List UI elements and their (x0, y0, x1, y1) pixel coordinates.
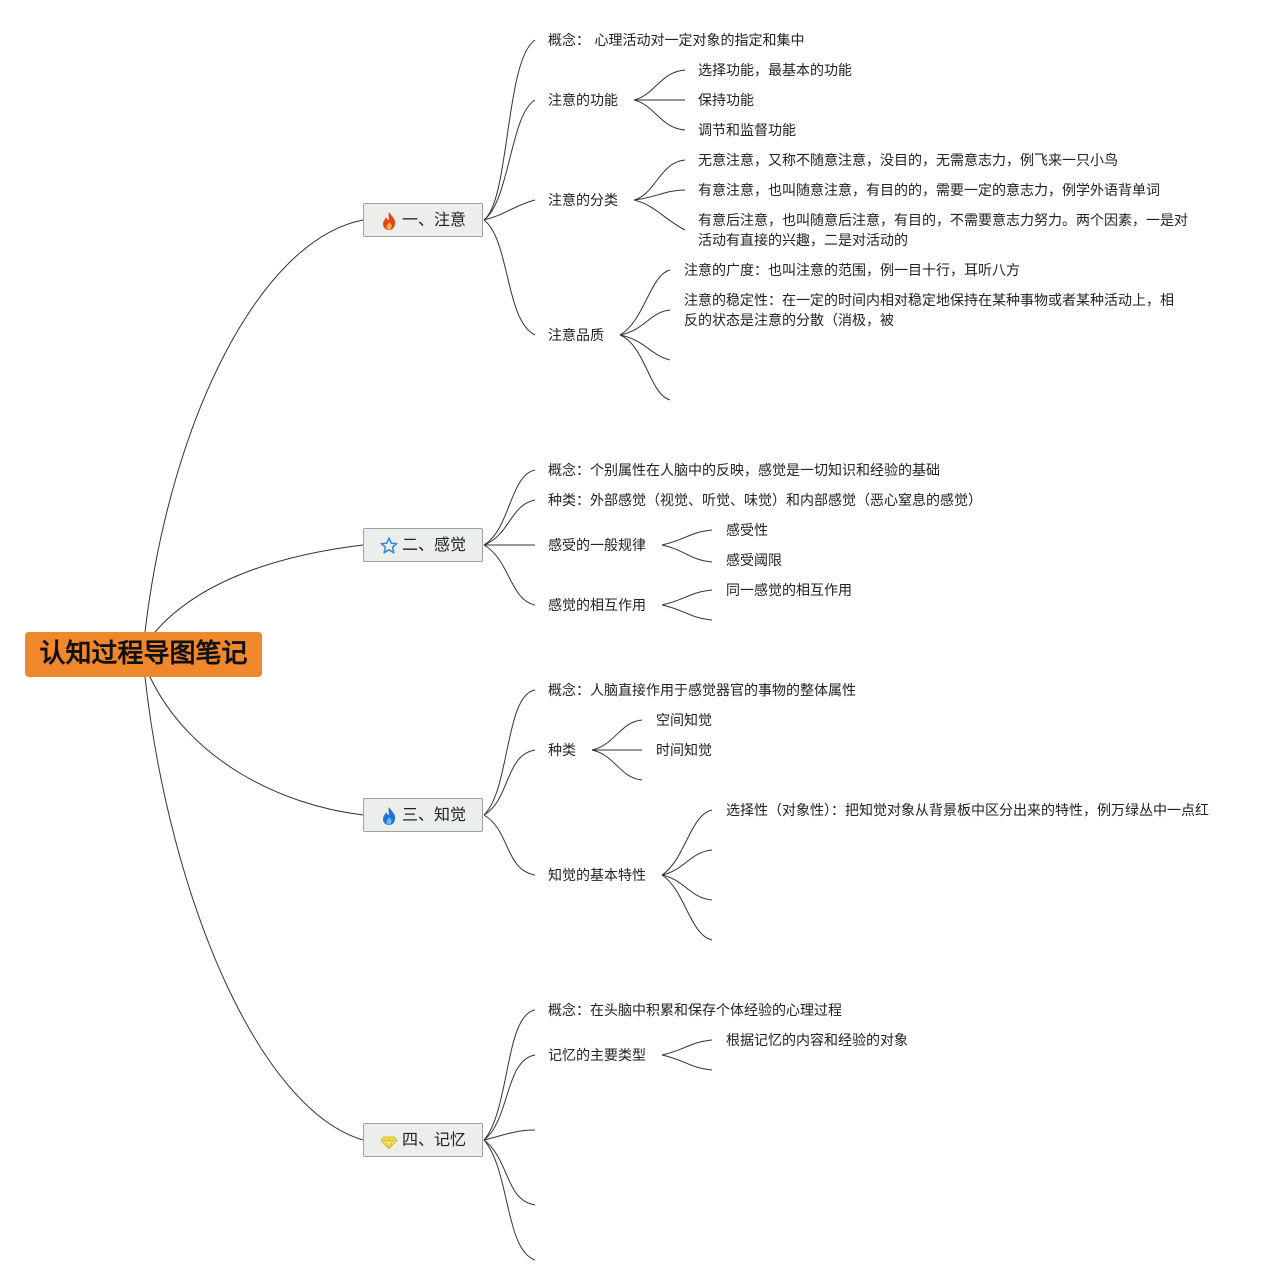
branch-label: 三、知觉 (401, 805, 466, 824)
sensation-law[interactable]: 感受的一般规律 (548, 538, 646, 554)
memory-types-child[interactable]: 根据记忆的内容和经验的对象 (726, 1033, 908, 1049)
attention-quality-child[interactable]: 注意的广度：也叫注意的范围，例一目十行，耳听八方 (684, 263, 1020, 279)
attention-types-child[interactable]: 有意后注意，也叫随意后注意，有目的，不需要意志力努力。两个因素，一是对活动有直接… (698, 213, 1188, 249)
attention-types[interactable]: 注意的分类 (548, 193, 618, 209)
branch-attention[interactable]: 一、注意 (363, 203, 483, 237)
branch-label: 二、感觉 (401, 535, 466, 554)
attention-types-child[interactable]: 无意注意，又称不随意注意，没目的，无需意志力，例飞来一只小鸟 (698, 153, 1118, 169)
star-outline-icon (380, 535, 398, 555)
sensation-kinds[interactable]: 种类：外部感觉（视觉、听觉、味觉）和内部感觉（恶心窒息的感觉） (548, 493, 982, 509)
attention-function[interactable]: 注意的功能 (548, 93, 618, 109)
branch-label: 一、注意 (401, 210, 466, 229)
attention-quality-child[interactable]: 注意的稳定性：在一定的时间内相对稳定地保持在某种事物或者某种活动上，相反的状态是… (684, 293, 1174, 329)
branch-label: 四、记忆 (401, 1130, 466, 1149)
perception-concept[interactable]: 概念：人脑直接作用于感觉器官的事物的整体属性 (548, 683, 856, 699)
attention-function-child[interactable]: 选择功能，最基本的功能 (698, 63, 852, 79)
branch-perception[interactable]: 三、知觉 (363, 798, 483, 832)
branch-sensation[interactable]: 二、感觉 (363, 528, 483, 562)
memory-types[interactable]: 记忆的主要类型 (548, 1048, 646, 1064)
perception-kinds[interactable]: 种类 (548, 743, 576, 759)
sensation-law-child[interactable]: 感受阈限 (726, 553, 782, 569)
attention-function-child[interactable]: 调节和监督功能 (698, 123, 796, 139)
sensation-concept[interactable]: 概念：个别属性在人脑中的反映，感觉是一切知识和经验的基础 (548, 463, 940, 479)
branch-memory[interactable]: 四、记忆 (363, 1123, 483, 1157)
sensation-interaction-child[interactable]: 同一感觉的相互作用 (726, 583, 852, 599)
attention-types-child[interactable]: 有意注意，也叫随意注意，有目的的，需要一定的意志力，例学外语背单词 (698, 183, 1160, 199)
attention-function-child[interactable]: 保持功能 (698, 93, 754, 109)
fire-blue-icon (380, 805, 398, 825)
perception-kinds-child[interactable]: 时间知觉 (656, 743, 712, 759)
root-topic[interactable]: 认知过程导图笔记 (25, 632, 262, 677)
perception-kinds-child[interactable]: 空间知觉 (656, 713, 712, 729)
diamond-yellow-icon (380, 1130, 398, 1150)
sensation-interaction[interactable]: 感觉的相互作用 (548, 598, 646, 614)
perception-traits[interactable]: 知觉的基本特性 (548, 868, 646, 884)
perception-traits-child[interactable]: 选择性（对象性）：把知觉对象从背景板中区分出来的特性，例万绿丛中一点红 (726, 803, 1209, 819)
attention-quality[interactable]: 注意品质 (548, 328, 604, 344)
attention-concept[interactable]: 概念： 心理活动对一定对象的指定和集中 (548, 33, 805, 49)
memory-concept[interactable]: 概念：在头脑中积累和保存个体经验的心理过程 (548, 1003, 842, 1019)
fire-red-icon (380, 210, 398, 230)
sensation-law-child[interactable]: 感受性 (726, 523, 768, 539)
